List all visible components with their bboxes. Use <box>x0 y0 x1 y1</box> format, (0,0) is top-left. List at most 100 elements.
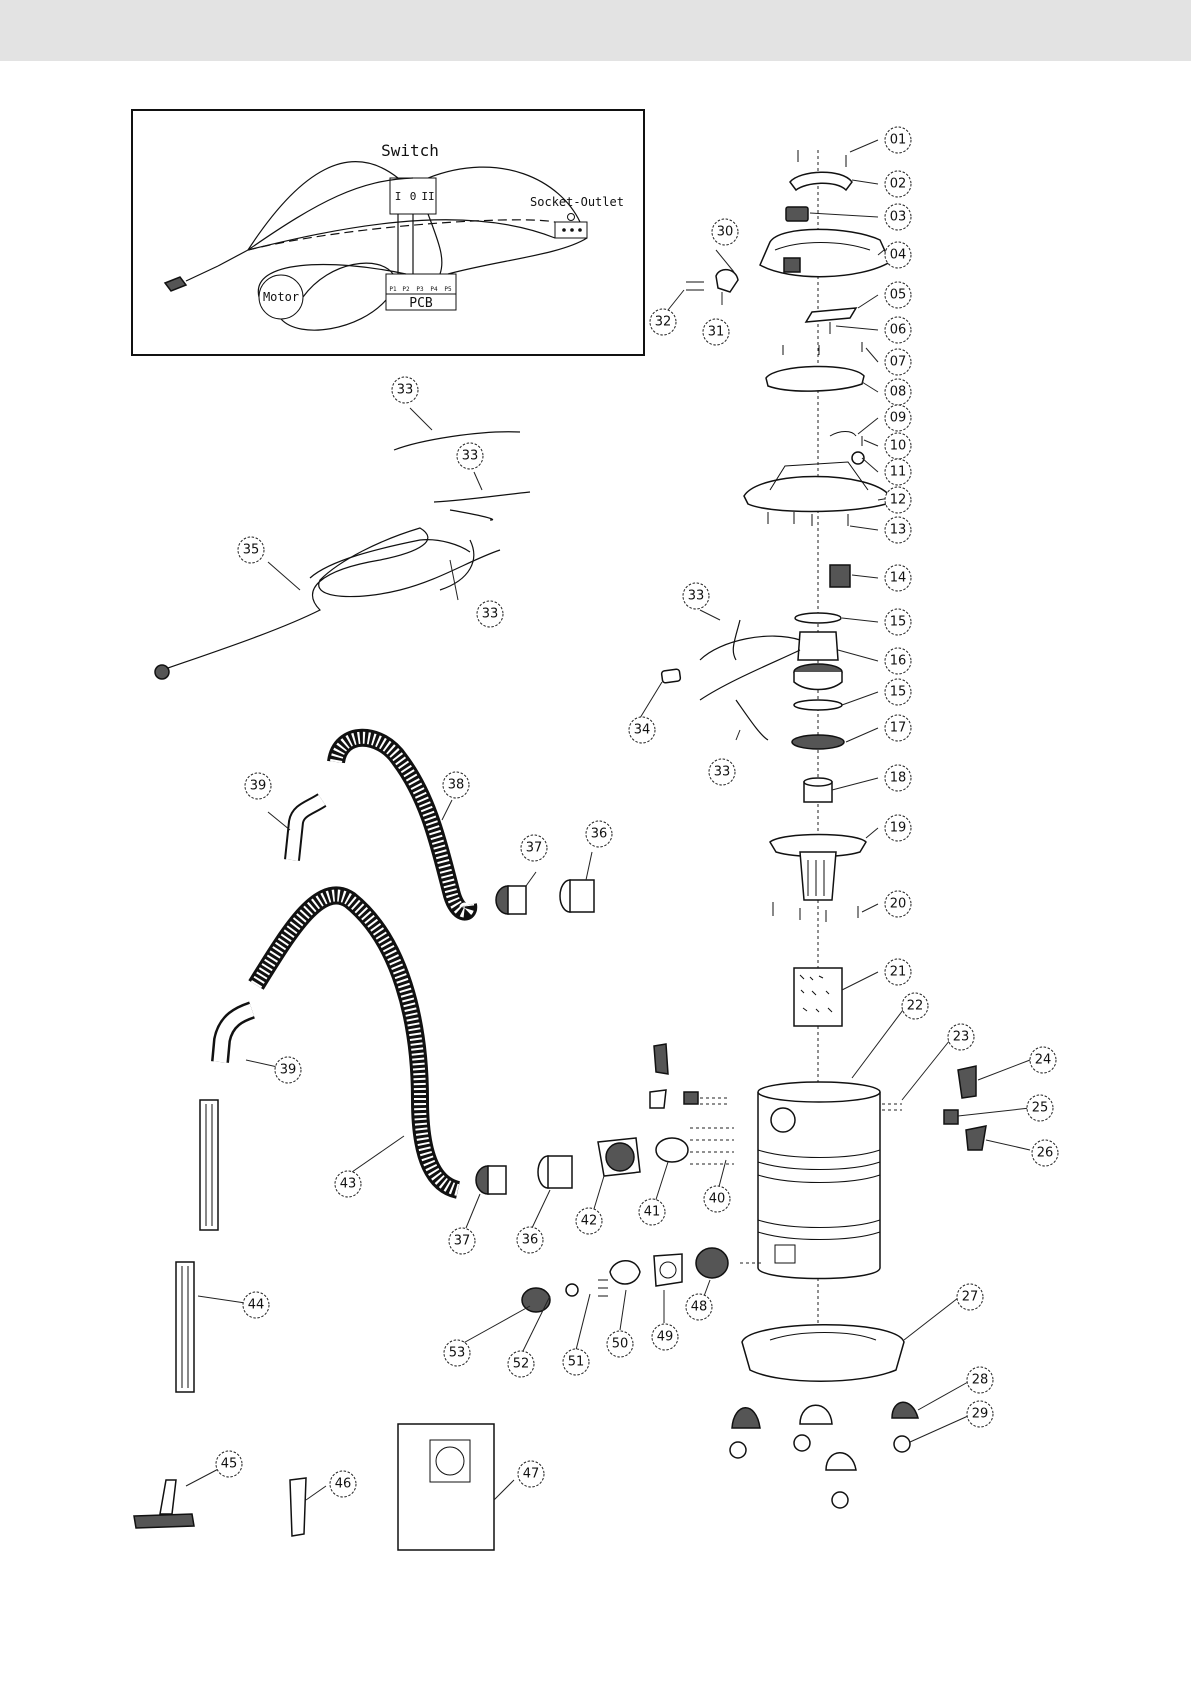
svg-text:50: 50 <box>612 1337 629 1352</box>
svg-text:15: 15 <box>890 615 907 630</box>
callout-08: 08 <box>885 379 911 405</box>
callout-29: 29 <box>967 1401 993 1427</box>
svg-text:41: 41 <box>644 1205 661 1220</box>
callout-33: 33 <box>709 759 735 785</box>
svg-text:37: 37 <box>454 1234 471 1249</box>
socket-outlet-label: Socket-Outlet <box>530 195 624 209</box>
cable-connector <box>661 669 680 683</box>
callout-43: 43 <box>335 1171 361 1197</box>
callout-42: 42 <box>576 1208 602 1234</box>
svg-text:08: 08 <box>890 385 907 400</box>
callout-26: 26 <box>1032 1140 1058 1166</box>
callout-41: 41 <box>639 1199 665 1225</box>
motor-housing <box>744 477 890 512</box>
pcb-label: PCB <box>409 296 433 311</box>
pcb-pin-label: P1 <box>389 286 397 293</box>
callout-50: 50 <box>607 1331 633 1357</box>
callout-45: 45 <box>216 1451 242 1477</box>
svg-text:43: 43 <box>340 1177 357 1192</box>
svg-text:21: 21 <box>890 965 907 980</box>
callout-13: 13 <box>885 517 911 543</box>
side-latch <box>716 270 738 292</box>
callout-36: 36 <box>586 821 612 847</box>
svg-text:12: 12 <box>890 493 907 508</box>
svg-text:46: 46 <box>335 1477 352 1492</box>
gasket-ring <box>795 613 841 623</box>
switch-position-label: I <box>395 190 402 203</box>
svg-text:40: 40 <box>709 1192 726 1207</box>
earth-symbol-icon <box>568 214 575 221</box>
dust-bag <box>398 1424 494 1550</box>
svg-text:15: 15 <box>890 685 907 700</box>
svg-text:18: 18 <box>890 771 907 786</box>
svg-text:20: 20 <box>890 897 907 912</box>
svg-text:02: 02 <box>890 177 907 192</box>
svg-text:34: 34 <box>634 723 651 738</box>
callout-37: 37 <box>521 835 547 861</box>
svg-text:09: 09 <box>890 411 907 426</box>
motor <box>794 632 842 690</box>
callout-30: 30 <box>712 219 738 245</box>
svg-text:16: 16 <box>890 654 907 669</box>
floor-nozzle <box>134 1514 194 1528</box>
svg-text:35: 35 <box>243 543 260 558</box>
callout-06: 06 <box>885 317 911 343</box>
svg-text:36: 36 <box>522 1233 539 1248</box>
switch-position-label: II <box>421 190 434 203</box>
socket-pin <box>562 228 566 232</box>
extension-tube <box>200 1100 218 1230</box>
callout-44: 44 <box>243 1292 269 1318</box>
lid-plate <box>766 366 864 391</box>
svg-text:33: 33 <box>688 589 705 604</box>
callout-46: 46 <box>330 1471 356 1497</box>
callout-39: 39 <box>275 1057 301 1083</box>
svg-text:05: 05 <box>890 288 907 303</box>
svg-text:28: 28 <box>972 1373 989 1388</box>
callout-33: 33 <box>392 377 418 403</box>
switch-label: Switch <box>381 141 439 160</box>
svg-text:31: 31 <box>708 325 725 340</box>
callout-bubbles: 01 02 03 04 05 06 07 08 09 10 11 12 13 1… <box>216 127 1058 1497</box>
callout-01: 01 <box>885 127 911 153</box>
callout-33: 33 <box>683 583 709 609</box>
pcb-pin-label: P5 <box>444 286 452 293</box>
callout-32: 32 <box>650 309 676 335</box>
callout-09: 09 <box>885 405 911 431</box>
callout-21: 21 <box>885 959 911 985</box>
svg-text:04: 04 <box>890 248 907 263</box>
gasket-ring <box>794 700 842 710</box>
svg-text:06: 06 <box>890 323 907 338</box>
svg-text:30: 30 <box>717 225 734 240</box>
callout-27: 27 <box>957 1284 983 1310</box>
svg-text:03: 03 <box>890 210 907 225</box>
svg-text:17: 17 <box>890 721 907 736</box>
crevice-nozzle <box>290 1478 306 1536</box>
mains-plug <box>155 665 169 679</box>
small-filter <box>830 565 850 587</box>
svg-text:32: 32 <box>655 315 672 330</box>
handle <box>790 172 852 190</box>
callout-05: 05 <box>885 282 911 308</box>
pcb-pin-label: P3 <box>416 286 424 293</box>
callout-35: 35 <box>238 537 264 563</box>
base-assembly <box>730 1325 918 1508</box>
hoses <box>220 738 594 1194</box>
svg-text:52: 52 <box>513 1357 530 1372</box>
svg-text:38: 38 <box>448 778 465 793</box>
svg-text:23: 23 <box>953 1030 970 1045</box>
callout-15: 15 <box>885 679 911 705</box>
callout-40: 40 <box>704 1186 730 1212</box>
socket-pin <box>578 228 582 232</box>
svg-text:39: 39 <box>250 779 267 794</box>
svg-text:45: 45 <box>221 1457 238 1472</box>
callout-36: 36 <box>517 1227 543 1253</box>
callout-07: 07 <box>885 349 911 375</box>
socket-pin <box>570 228 574 232</box>
callout-22: 22 <box>902 993 928 1019</box>
svg-text:39: 39 <box>280 1063 297 1078</box>
svg-text:49: 49 <box>657 1330 674 1345</box>
svg-text:48: 48 <box>691 1300 708 1315</box>
svg-text:51: 51 <box>568 1355 585 1370</box>
callout-37: 37 <box>449 1228 475 1254</box>
callout-39: 39 <box>245 773 271 799</box>
